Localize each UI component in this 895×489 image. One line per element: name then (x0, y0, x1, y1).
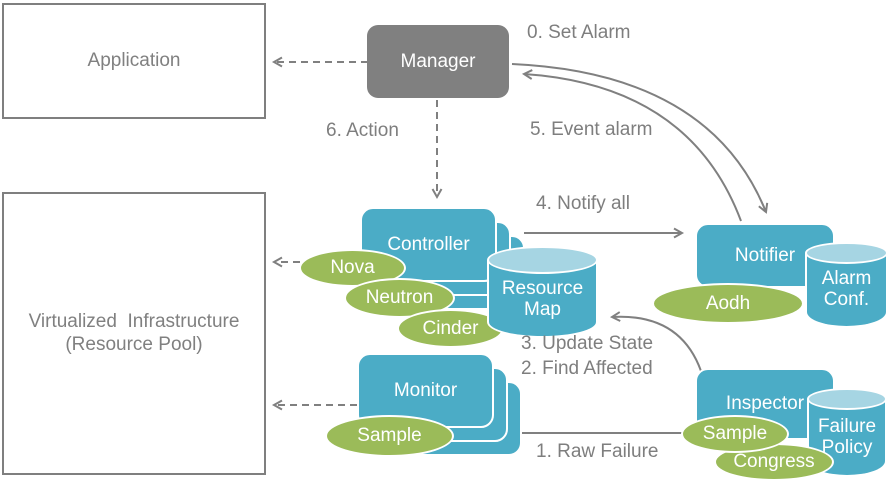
controller-node: Controller (360, 207, 497, 282)
alarm-conf-line2: Conf. (823, 289, 870, 311)
application-box: Application (2, 3, 266, 119)
cylinder-body (805, 253, 888, 328)
application-label: Application (87, 50, 181, 71)
cylinder-top (487, 246, 598, 274)
arrow-set-alarm (511, 63, 769, 214)
edge-label-notify-all: 4. Notify all (536, 193, 630, 214)
cylinder-top (805, 242, 888, 264)
virtualized-infrastructure-label-line1: Virtualized Infrastructure (28, 311, 240, 333)
failure-policy-datastore: Failure Policy (807, 388, 887, 477)
alarm-conf-line1: Alarm (821, 268, 872, 289)
monitor-node: Monitor (357, 353, 494, 428)
virtualized-infrastructure-box: Virtualized Infrastructure (Resource Poo… (2, 192, 266, 475)
aodh-plugin: Aodh (652, 283, 804, 324)
manager-node: Manager (367, 25, 509, 98)
edge-label-action: 6. Action (326, 120, 399, 141)
congress-plugin: Congress (714, 443, 834, 481)
alarm-conf-label: Alarm Conf. (805, 268, 888, 311)
resource-map-line2: Map (524, 299, 561, 321)
monitor-sample-plugin: Sample (325, 415, 454, 457)
neutron-plugin: Neutron (344, 278, 455, 318)
virtualized-infrastructure-label-line2: (Resource Pool) (65, 333, 203, 355)
failure-policy-label: Failure Policy (807, 416, 887, 459)
arrow-event-alarm (521, 69, 742, 222)
resource-map-datastore: Resource Map (487, 246, 598, 338)
alarm-conf-datastore: Alarm Conf. (805, 242, 888, 328)
arrow-update-state-find-affected (609, 311, 702, 372)
edge-label-raw-failure: 1. Raw Failure (536, 441, 659, 462)
resource-map-line1: Resource (501, 278, 584, 299)
inspector-sample-plugin: Sample (681, 415, 789, 453)
failure-policy-line2: Policy (821, 437, 873, 459)
edge-label-find-affected: 2. Find Affected (521, 358, 653, 379)
edge-label-event-alarm: 5. Event alarm (530, 119, 653, 140)
edge-label-update-state: 3. Update State (521, 333, 654, 354)
cylinder-top (807, 388, 887, 410)
failure-policy-line1: Failure (817, 416, 877, 437)
edge-label-set-alarm: 0. Set Alarm (527, 22, 631, 43)
resource-map-label: Resource Map (487, 278, 598, 321)
cinder-plugin: Cinder (397, 309, 504, 348)
